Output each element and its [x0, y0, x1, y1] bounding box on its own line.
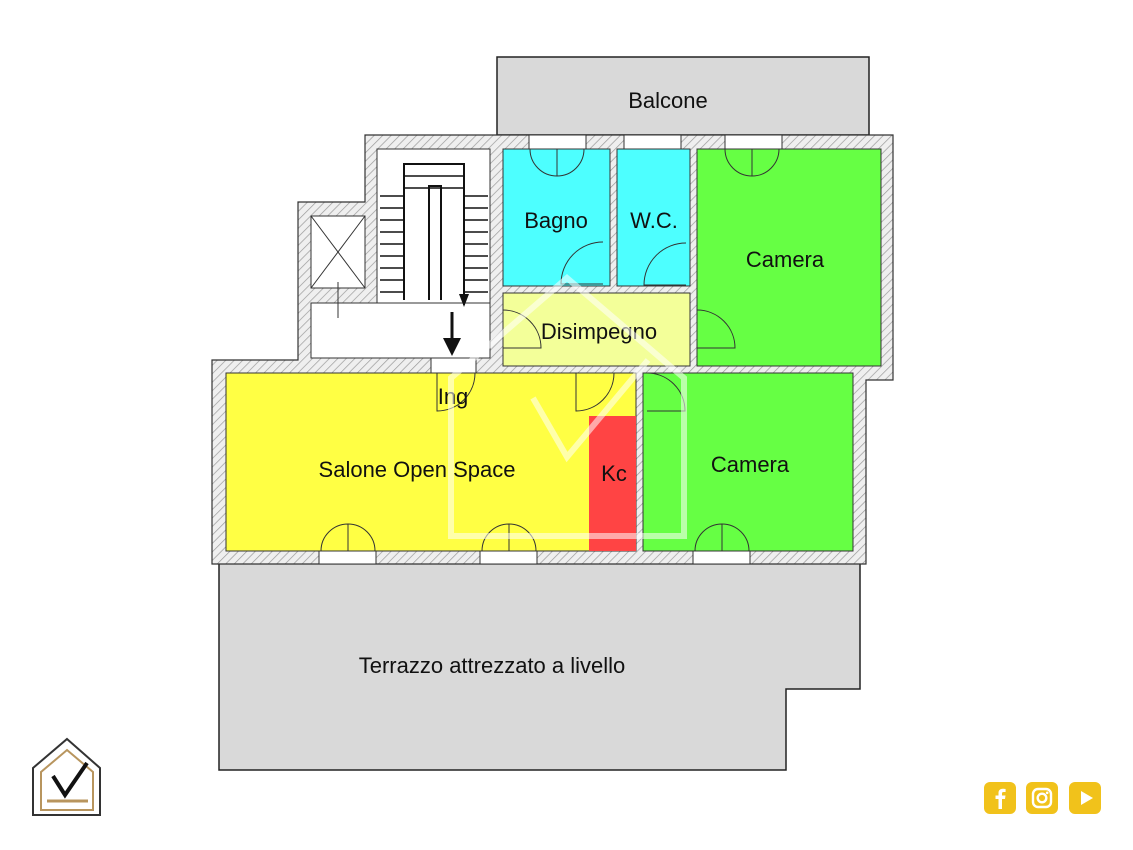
salone-label: Salone Open Space	[319, 457, 516, 482]
kc-label: Kc	[601, 461, 627, 486]
stair-steps	[380, 175, 488, 293]
stair-arrows	[443, 294, 469, 356]
door-swings	[320, 148, 780, 552]
kc-area	[589, 416, 636, 551]
camera-room-1	[696, 148, 882, 367]
house-check-icon	[32, 737, 101, 816]
camera-label-2: Camera	[711, 452, 790, 477]
wc-label: W.C.	[630, 208, 678, 233]
youtube-icon[interactable]	[1069, 782, 1101, 814]
balcone-label: Balcone	[628, 88, 708, 113]
wc-room	[616, 148, 691, 287]
facebook-icon[interactable]	[984, 782, 1016, 814]
stairwell	[376, 148, 491, 304]
bagno-label: Bagno	[524, 208, 588, 233]
landing	[310, 302, 491, 359]
terrazzo-label: Terrazzo attrezzato a livello	[359, 653, 626, 678]
camera-room-2	[642, 372, 854, 552]
instagram-icon[interactable]	[1026, 782, 1058, 814]
watermark-icon	[448, 274, 687, 539]
camera-label-1: Camera	[746, 247, 825, 272]
balcone-area	[496, 56, 870, 136]
salone-room	[225, 372, 637, 552]
